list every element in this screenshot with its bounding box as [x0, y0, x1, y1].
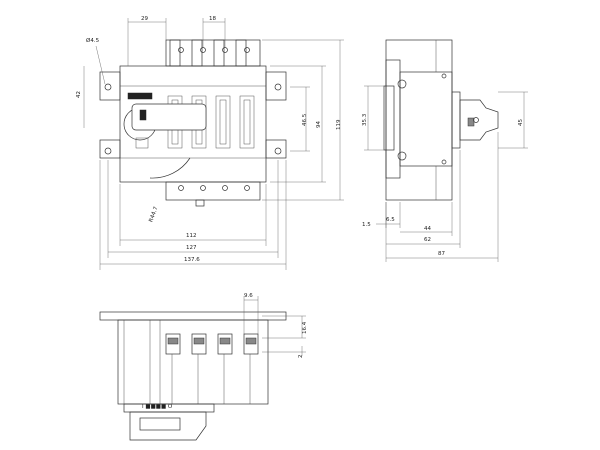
dim-9-6: 9.6	[244, 293, 253, 299]
dim-45: 45	[518, 119, 524, 126]
dim-16-4: 16.4	[302, 321, 308, 334]
dim-hole: Ø4.5	[86, 37, 100, 44]
mount-hole-tr	[274, 83, 282, 91]
side-view	[383, 39, 499, 201]
mount-hole-bl	[104, 147, 112, 155]
dim-46-5: 46.5	[302, 113, 308, 126]
dim-6-5: 6.5	[386, 217, 395, 223]
front-dimensions: 29 18 Ø4.5 42 46.5 94 119 R44.7 112 127	[76, 16, 344, 270]
dim-29: 29	[141, 16, 148, 22]
dim-2: 2	[298, 355, 304, 359]
dim-r44-7: R44.7	[148, 206, 159, 224]
dim-87: 87	[438, 251, 445, 257]
dim-94: 94	[316, 121, 322, 128]
bottom-dimensions: 9.6 16.4 2	[243, 293, 308, 359]
mount-hole-br	[274, 147, 282, 155]
dim-119: 119	[336, 119, 342, 130]
mount-hole-tl	[104, 83, 112, 91]
handle-position-label: I ■■■■ O	[142, 404, 173, 410]
dim-112: 112	[186, 233, 197, 239]
dim-35-3: 35.3	[362, 113, 368, 126]
rotary-handle	[131, 103, 207, 131]
side-dimensions: 35.3 45 1.5 6.5 44 62 87	[362, 85, 528, 262]
dim-137-6: 137.6	[184, 257, 200, 263]
dim-127: 127	[186, 245, 197, 251]
dim-1-5: 1.5	[362, 222, 371, 228]
dim-62: 62	[424, 237, 431, 243]
handle-label-plate	[127, 92, 153, 100]
dim-44: 44	[424, 226, 431, 232]
dim-18: 18	[209, 16, 216, 22]
dim-42: 42	[76, 91, 82, 98]
